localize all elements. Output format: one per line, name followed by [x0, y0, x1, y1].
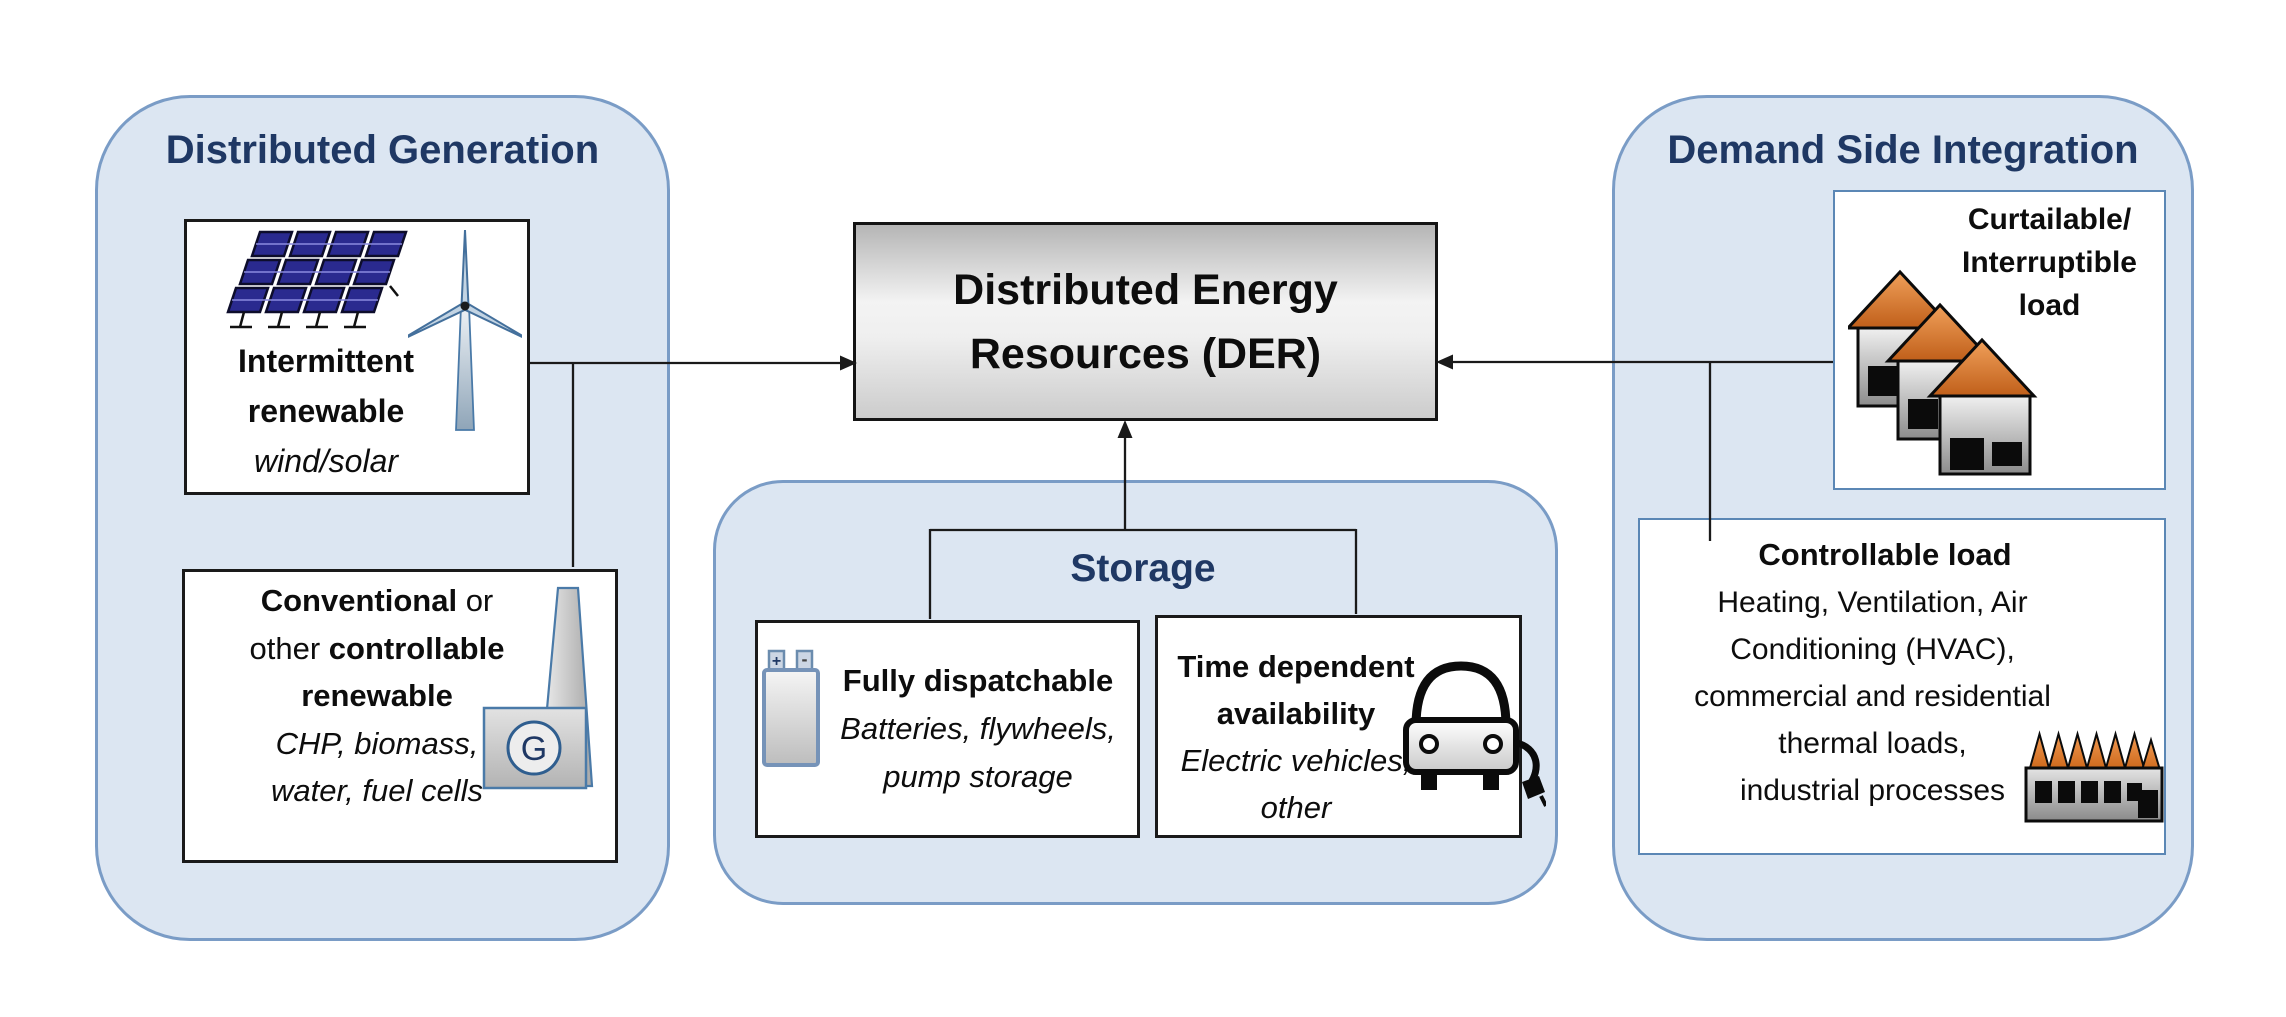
storage-to-der-arrowhead	[1117, 420, 1133, 438]
conventional-word: Conventional	[260, 583, 458, 618]
or-word: or	[457, 583, 494, 618]
controllable-line4: thermal loads,	[1778, 727, 1967, 760]
battery-plus-sign: +	[772, 653, 781, 670]
solar-panels-icon	[226, 230, 408, 329]
distributed-generation-title: Distributed Generation	[165, 128, 600, 172]
time-dependent-sub1: Electric vehicles,	[1180, 743, 1412, 778]
curtailable-load-label: Curtailable/ Interruptible load	[1942, 198, 2157, 327]
controllable-line3: commercial and residential	[1694, 680, 2051, 713]
intermittent-word: Intermittent	[238, 343, 414, 379]
demand-side-integration-title: Demand Side Integration	[1667, 128, 2139, 172]
der-box: Distributed Energy Resources (DER)	[853, 222, 1438, 421]
controllable-word: controllable	[328, 630, 505, 666]
der-line1: Distributed Energy	[953, 265, 1338, 314]
conventional-line4: CHP, biomass,	[275, 725, 479, 761]
battery-minus-sign: -	[802, 649, 808, 669]
controllable-line1: Heating, Ventilation, Air	[1717, 586, 2028, 619]
wind-turbine-icon	[408, 229, 522, 431]
conventional-line2: other controllable	[192, 625, 562, 673]
conventional-line1: Conventional or	[192, 577, 562, 625]
conventional-label: Conventional or other controllable renew…	[192, 577, 562, 815]
time-dependent-title2: availability	[1216, 696, 1376, 731]
other-word: other	[249, 630, 329, 666]
fully-dispatchable-title: Fully dispatchable	[842, 663, 1114, 698]
battery-icon: + -	[762, 649, 820, 767]
fully-dispatchable-sub2: pump storage	[883, 759, 1073, 794]
intermittent-renewable-box	[184, 219, 530, 495]
chimney-generator-icon: G	[482, 586, 594, 790]
time-dependent-sub2: other	[1260, 790, 1332, 825]
controllable-load-body: Heating, Ventilation, Air Conditioning (…	[1650, 579, 2095, 814]
conventional-line5: water, fuel cells	[271, 773, 483, 808]
fully-dispatchable-sub1: Batteries, flywheels,	[840, 711, 1116, 746]
houses-icon	[1848, 269, 2038, 476]
factory-icon	[2024, 730, 2164, 823]
intermittent-renewable-label: Intermittent renewable wind/solar	[176, 336, 476, 486]
storage-title: Storage	[1070, 547, 1216, 590]
renewable-word: renewable	[247, 393, 405, 429]
curtailable-line3: load	[2018, 289, 2081, 322]
wind-solar-word: wind/solar	[253, 443, 399, 479]
der-line2: Resources (DER)	[969, 329, 1322, 378]
controllable-load-title: Controllable load	[1758, 537, 2012, 572]
electric-vehicle-icon	[1403, 661, 1546, 807]
fully-dispatchable-label: Fully dispatchable Batteries, flywheels,…	[822, 657, 1134, 801]
controllable-line5: industrial processes	[1739, 774, 2006, 807]
time-dependent-title1: Time dependent	[1177, 649, 1415, 684]
curtailable-line2: Interruptible	[1961, 246, 2137, 279]
curtailable-line1: Curtailable/	[1967, 203, 2132, 236]
time-dependent-label: Time dependent availability Electric veh…	[1162, 643, 1430, 831]
dsi-to-der-arrowhead	[1436, 354, 1453, 370]
generator-letter: G	[521, 730, 547, 768]
conventional-line3: renewable	[301, 678, 453, 713]
controllable-line2: Conditioning (HVAC),	[1730, 633, 2015, 666]
